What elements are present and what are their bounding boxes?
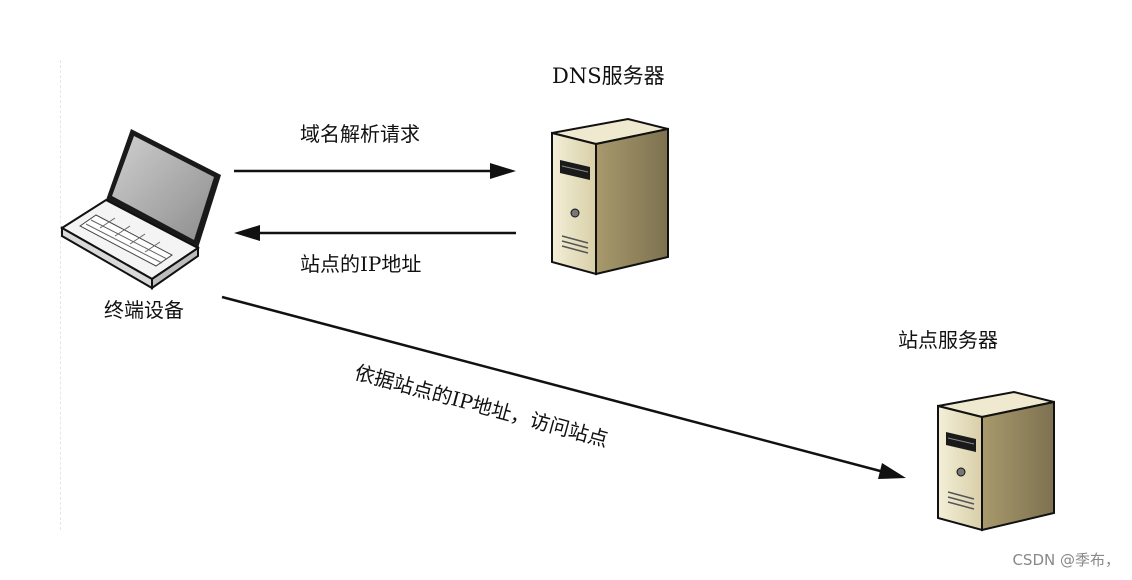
dns-server-label: DNS服务器 (552, 64, 665, 88)
response-label: 站点的IP地址 (300, 252, 422, 276)
dns-server-icon (551, 117, 669, 276)
response-arrow (234, 225, 516, 241)
laptop-icon (60, 129, 221, 290)
terminal-label: 终端设备 (104, 298, 184, 322)
request-label: 域名解析请求 (300, 122, 420, 146)
site-server-label: 站点服务器 (898, 328, 998, 352)
margin-line (60, 60, 61, 530)
watermark: CSDN @季布， (1012, 551, 1120, 569)
access-arrow (221, 295, 906, 479)
site-server-icon (937, 390, 1055, 532)
request-arrow (234, 163, 516, 179)
